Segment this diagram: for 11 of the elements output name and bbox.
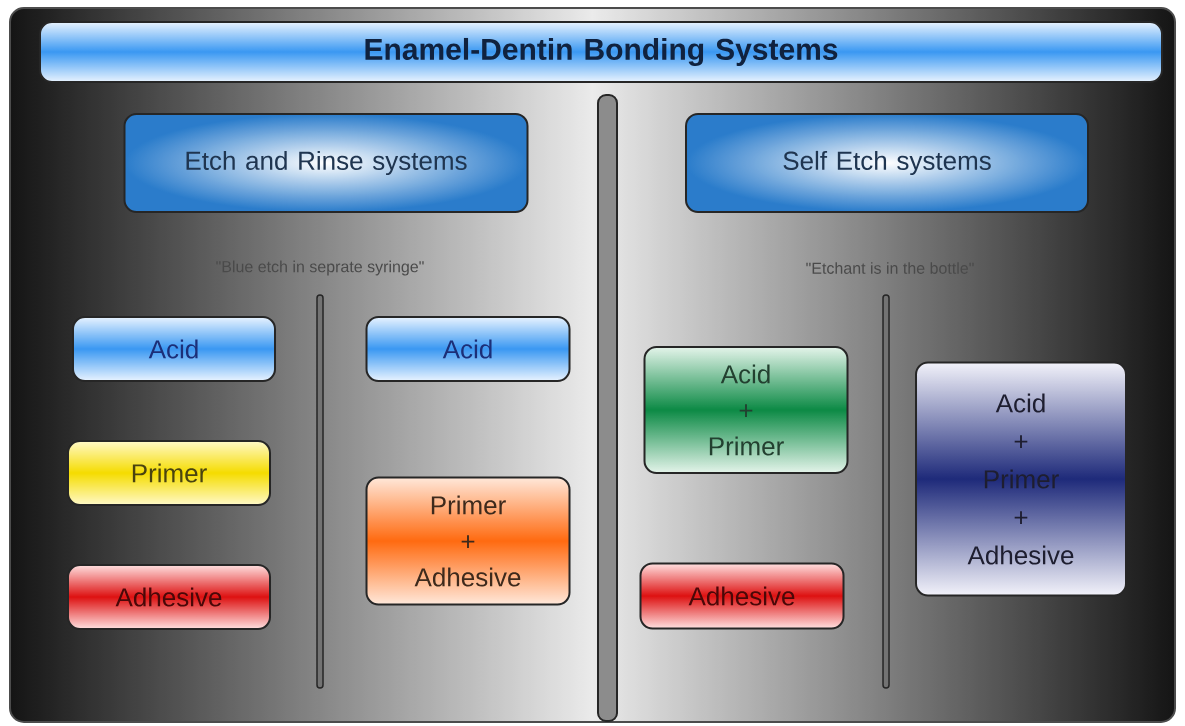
component-box: Primer — [67, 440, 271, 506]
component-box: Acid — [72, 316, 276, 382]
component-box: Acid + Primer + Adhesive — [915, 361, 1127, 597]
category-box: Etch and Rinse systems — [123, 113, 529, 213]
component-box: Acid — [365, 316, 571, 382]
component-box: Acid + Primer — [643, 346, 849, 474]
category-box: Self Etch systems — [685, 113, 1089, 213]
title-banner: Enamel-Dentin Bonding Systems — [39, 21, 1163, 83]
component-box: Adhesive — [639, 562, 845, 630]
component-box: Primer + Adhesive — [365, 476, 571, 606]
component-box: Adhesive — [67, 564, 271, 630]
